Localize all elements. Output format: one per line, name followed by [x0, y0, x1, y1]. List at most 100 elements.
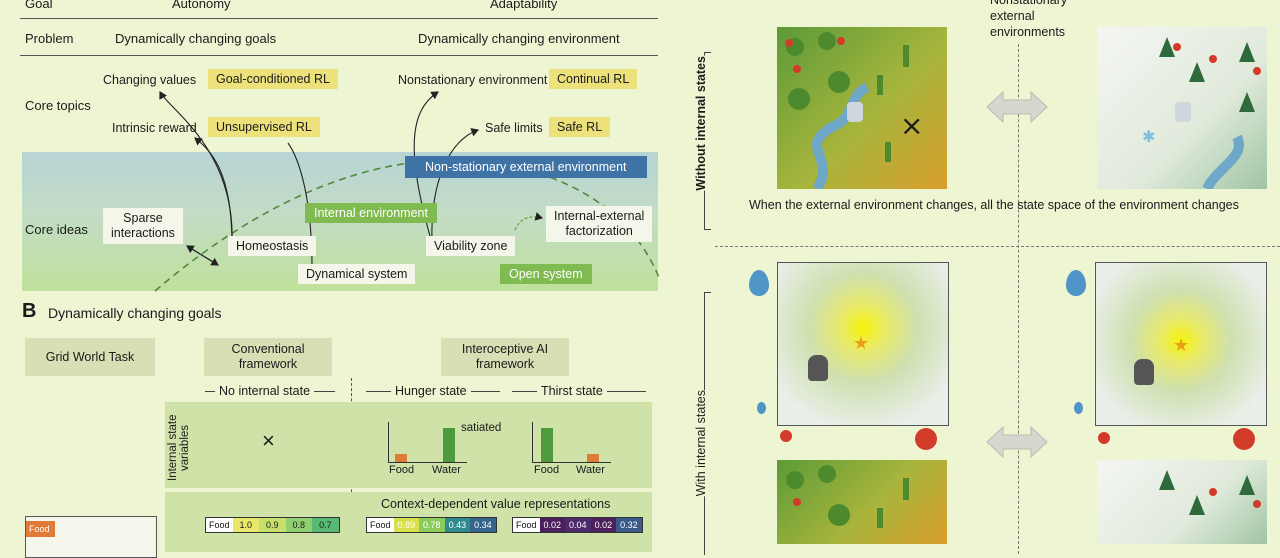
- heat-hunger-label: Food: [367, 518, 394, 532]
- internal-environment: Internal environment: [305, 203, 437, 223]
- heat-thirst-cell: 0.02: [539, 518, 566, 532]
- core-topics-label: Core topics: [25, 98, 91, 113]
- internal-state-row: [165, 402, 652, 488]
- heat-conv-cell: 0.8: [285, 518, 313, 532]
- hunger-state: Hunger state: [366, 384, 500, 398]
- heat-conv-cell: 0.9: [259, 518, 286, 532]
- grid-food-cell: Food: [26, 521, 55, 537]
- context-dependent-label: Context-dependent value representations: [381, 497, 611, 511]
- nonstationary-label: Nonstationary external environments: [990, 0, 1068, 39]
- winter-scene-bottom: [1159, 470, 1261, 515]
- grid-world-task: Grid World Task: [25, 338, 155, 376]
- thirst-water-bar: [587, 454, 599, 462]
- hunger-chart: [388, 422, 467, 463]
- heat-thirst-cell: 0.32: [616, 518, 642, 532]
- problem-right: Dynamically changing environment: [418, 31, 620, 46]
- hunger-food-label: Food: [389, 464, 415, 476]
- cat-icon: [1134, 359, 1154, 385]
- cross-icon: ×: [262, 428, 275, 453]
- divider-top: [20, 18, 658, 19]
- vertical-dashed: [1018, 44, 1019, 554]
- safe-limits: Safe limits: [485, 121, 543, 135]
- heat-conv-cell: 0.7: [312, 518, 339, 532]
- heat-hunger-cell: 0.43: [444, 518, 471, 532]
- intrinsic-reward: Intrinsic reward: [112, 121, 197, 135]
- hunger-food-bar: [395, 454, 407, 462]
- without-internal-states: Without internal states: [694, 56, 708, 191]
- conventional-framework: Conventional framework: [204, 338, 332, 376]
- thirst-food-bar: [541, 428, 553, 462]
- environment-image-winter-bottom: [1097, 460, 1267, 544]
- water-drop-large-icon: [1066, 270, 1086, 296]
- connector-arrows: [154, 91, 660, 292]
- core-ideas-label: Core ideas: [25, 222, 88, 237]
- thirst-food-label: Food: [534, 464, 560, 476]
- heat-thirst: Food 0.02 0.04 0.02 0.32: [512, 517, 643, 533]
- unsupervised-rl: Unsupervised RL: [208, 117, 320, 137]
- heat-conventional: Food 1.0 0.9 0.8 0.7: [205, 517, 340, 533]
- apple-small-icon: [1098, 432, 1110, 444]
- horizontal-dashed: [715, 246, 1280, 247]
- goal-label: Goal: [25, 0, 53, 11]
- water-drop-small-icon: [1074, 402, 1083, 414]
- viability-zone: Viability zone: [426, 236, 516, 256]
- heat-thirst-cell: 0.04: [565, 518, 591, 532]
- satiated-label: satiated: [461, 422, 502, 434]
- heat-hunger-cell: 0.34: [470, 518, 496, 532]
- swap-arrow-bottom: [986, 425, 1048, 459]
- panel-b-title: Dynamically changing goals: [48, 305, 222, 321]
- non-stationary-external-env: Non-stationary external environment: [405, 156, 647, 178]
- cat-icon: [808, 355, 828, 381]
- water-drop-large-icon: [749, 270, 769, 296]
- divider-problem: [20, 55, 658, 56]
- heat-hunger-cell: 0.89: [393, 518, 420, 532]
- sparse-interactions: Sparse interactions: [103, 208, 183, 244]
- open-system: Open system: [500, 264, 592, 284]
- dynamical-system: Dynamical system: [298, 264, 416, 284]
- apple-large-icon: [1233, 428, 1255, 450]
- heat-conv-cell: 1.0: [232, 518, 260, 532]
- heat-hunger: Food 0.89 0.78 0.43 0.34: [366, 517, 497, 533]
- apple-large-icon: [915, 428, 937, 450]
- continual-rl: Continual RL: [549, 69, 638, 89]
- problem-label: Problem: [25, 31, 74, 46]
- water-drop-small-icon: [757, 402, 766, 414]
- heat-thirst-cell: 0.02: [590, 518, 617, 532]
- goal-conditioned-rl: Goal-conditioned RL: [208, 69, 338, 89]
- thirst-state: Thirst state: [512, 384, 646, 398]
- no-internal-state: No internal state: [205, 384, 335, 398]
- heat-thirst-label: Food: [513, 518, 540, 532]
- thirst-chart: [532, 422, 611, 463]
- grid-world-right: ★: [1095, 262, 1267, 426]
- changing-values: Changing values: [103, 73, 197, 87]
- grid-world-left: ★: [777, 262, 949, 426]
- heat-hunger-cell: 0.78: [419, 518, 445, 532]
- environment-image-summer-bottom: [777, 460, 947, 544]
- safe-rl: Safe RL: [549, 117, 611, 137]
- with-internal-states: With internal states: [694, 390, 708, 497]
- nonstationary-environment: Nonstationary environment: [398, 73, 548, 87]
- interoceptive-ai-framework: Interoceptive AI framework: [441, 338, 569, 376]
- autonomy-label: Autonomy: [172, 0, 231, 11]
- hunger-water-bar: [443, 428, 455, 462]
- panel-b-letter: B: [22, 300, 37, 322]
- svg-text:×: ×: [900, 109, 923, 142]
- summer-scene-bottom: [786, 465, 909, 528]
- homeostasis: Homeostasis: [228, 236, 317, 256]
- environment-image-summer: ×: [777, 27, 947, 189]
- thirst-water-label: Water: [576, 464, 605, 476]
- apple-small-icon: [780, 430, 792, 442]
- heat-conv-label: Food: [206, 518, 233, 532]
- summer-scene: ×: [785, 32, 923, 189]
- star-icon: ★: [853, 333, 870, 353]
- problem-left: Dynamically changing goals: [115, 31, 277, 46]
- internal-state-label: Internal state variables: [167, 414, 191, 482]
- internal-external-factorization: Internal-external factorization: [546, 206, 653, 242]
- caption-external-change: When the external environment changes, a…: [749, 198, 1239, 212]
- environment-image-winter: ✱: [1097, 27, 1267, 189]
- adaptability-label: Adaptability: [490, 0, 558, 11]
- svg-text:✱: ✱: [1142, 127, 1155, 146]
- swap-arrow-top: [986, 90, 1048, 124]
- star-icon: ★: [1173, 335, 1190, 355]
- hunger-water-label: Water: [432, 464, 461, 476]
